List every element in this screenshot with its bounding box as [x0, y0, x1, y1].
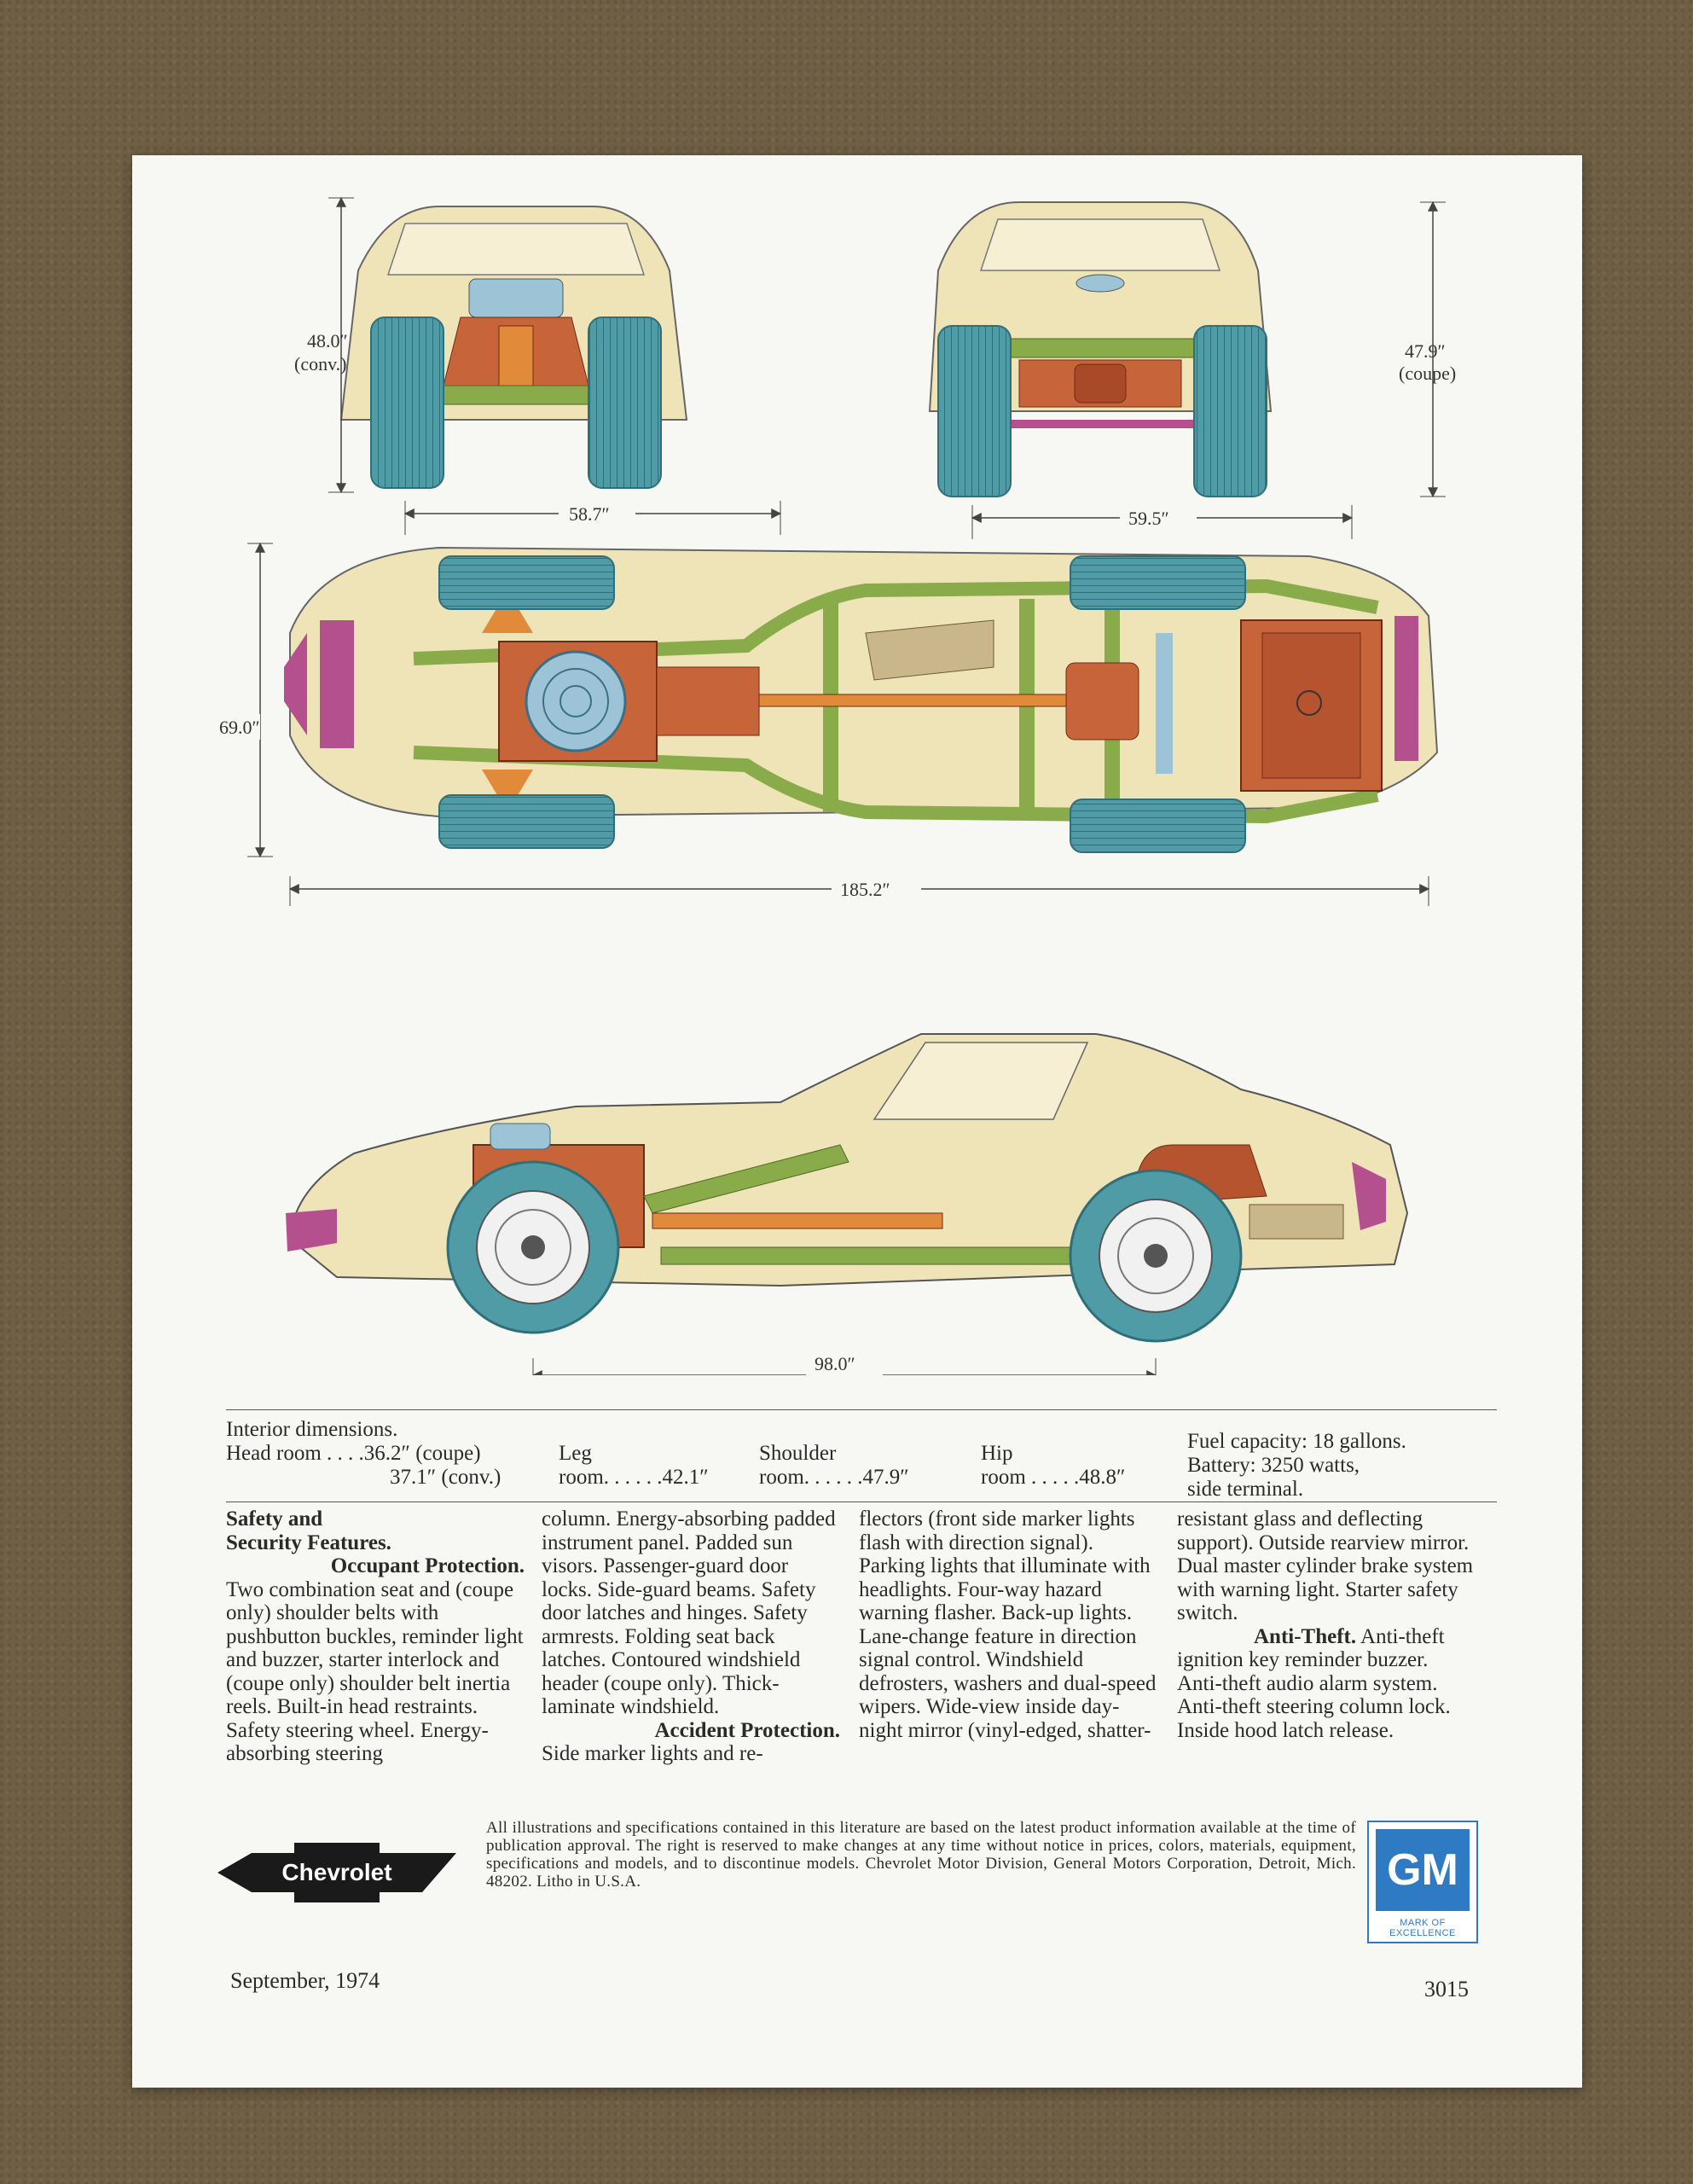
safety-heading-2: Security Features. [226, 1531, 391, 1554]
safety-column-1: Safety and Security Features. Occupant P… [226, 1507, 525, 1766]
rear-view [928, 200, 1446, 539]
safety-col4b-text: Anti-theft ignition key reminder buzzer.… [1177, 1624, 1451, 1742]
safety-col2b-text: Side marker lights and re- [542, 1742, 763, 1765]
front-track-label: 58.7″ [569, 503, 610, 525]
side-view [286, 1033, 1409, 1375]
hip-label: Hip [981, 1442, 1013, 1465]
interior-title: Interior dimensions. [226, 1418, 398, 1441]
wheelbase-label: 98.0″ [815, 1353, 855, 1374]
chevrolet-logo: Chevrolet [217, 1843, 456, 1902]
safety-column-2: column. Energy-absorbing padded instrume… [542, 1507, 840, 1766]
head-room-conv: 37.1″ (conv.) [390, 1466, 502, 1489]
safety-col4-text: resistant glass and deflecting support).… [1177, 1507, 1474, 1624]
battery-terminal: side terminal. [1187, 1478, 1304, 1501]
safety-heading-1: Safety and [226, 1507, 323, 1531]
leg-room: Leg room. . . . . .42.1″ [559, 1442, 709, 1490]
anti-theft-title: Anti-Theft. [1254, 1624, 1357, 1648]
fuel-battery: Fuel capacity: 18 gallons. Battery: 3250… [1187, 1430, 1406, 1502]
leg-label: Leg [559, 1442, 592, 1465]
gm-logo: GM MARK OF EXCELLENCE [1367, 1821, 1478, 1943]
anti-theft-block: Anti-Theft. Anti-theft ignition key remi… [1177, 1625, 1476, 1743]
shoulder-value: room. . . . . .47.9″ [759, 1466, 909, 1489]
safety-col2-text: column. Energy-absorbing padded instrume… [542, 1507, 836, 1718]
rear-height-note: (coupe) [1399, 363, 1456, 384]
gm-logo-mark: GM [1376, 1829, 1470, 1911]
overall-width-label: 69.0″ [219, 717, 260, 738]
top-divider [226, 1409, 1497, 1410]
head-room-coupe: . . . .36.2″ (coupe) [327, 1442, 481, 1465]
rear-track-label: 59.5″ [1128, 508, 1169, 529]
front-wheel [446, 1160, 620, 1334]
shoulder-room: Shoulder room. . . . . .47.9″ [759, 1442, 909, 1490]
top-view [247, 542, 1439, 906]
head-room: Head room . . . .36.2″ (coupe) [226, 1442, 481, 1466]
front-height-label: 48.0″ [307, 330, 348, 351]
safety-col3-text: flectors (front side marker lights flash… [859, 1507, 1157, 1742]
safety-column-4: resistant glass and deflecting support).… [1177, 1507, 1476, 1742]
front-height-note: (conv.) [294, 353, 347, 375]
front-view [328, 196, 782, 535]
safety-col1-text: Two combination seat and (coupe only) sh… [226, 1577, 524, 1766]
accident-protection-title: Accident Protection. [654, 1718, 840, 1742]
gm-logo-caption: MARK OF EXCELLENCE [1389, 1918, 1456, 1938]
rear-height-label: 47.9″ [1405, 340, 1446, 362]
overall-length-label: 185.2″ [840, 879, 890, 900]
leg-value: room. . . . . .42.1″ [559, 1466, 709, 1489]
brochure-page: 58.7″ 48.0″ (conv.) 59.5″ 47.9″ (coupe) [132, 155, 1582, 2088]
vehicle-diagrams: 58.7″ 48.0″ (conv.) 59.5″ 47.9″ (coupe) [217, 196, 1456, 1375]
chevrolet-wordmark: Chevrolet [281, 1859, 391, 1885]
publication-date: September, 1974 [230, 1968, 380, 1993]
safety-column-3: flectors (front side marker lights flash… [859, 1507, 1157, 1742]
rear-wheel [1069, 1169, 1243, 1343]
battery: Battery: 3250 watts, [1187, 1454, 1360, 1477]
page-number: 3015 [1424, 1977, 1469, 2001]
shoulder-label: Shoulder [759, 1442, 837, 1465]
occupant-protection-title: Occupant Protection. [330, 1554, 525, 1577]
fuel-capacity: Fuel capacity: 18 gallons. [1187, 1430, 1406, 1453]
hip-room: Hip room . . . . .48.8″ [981, 1442, 1125, 1490]
legal-disclaimer: All illustrations and specifications con… [486, 1819, 1356, 1891]
hip-value: room . . . . .48.8″ [981, 1466, 1126, 1489]
head-room-label: Head room [226, 1442, 322, 1465]
